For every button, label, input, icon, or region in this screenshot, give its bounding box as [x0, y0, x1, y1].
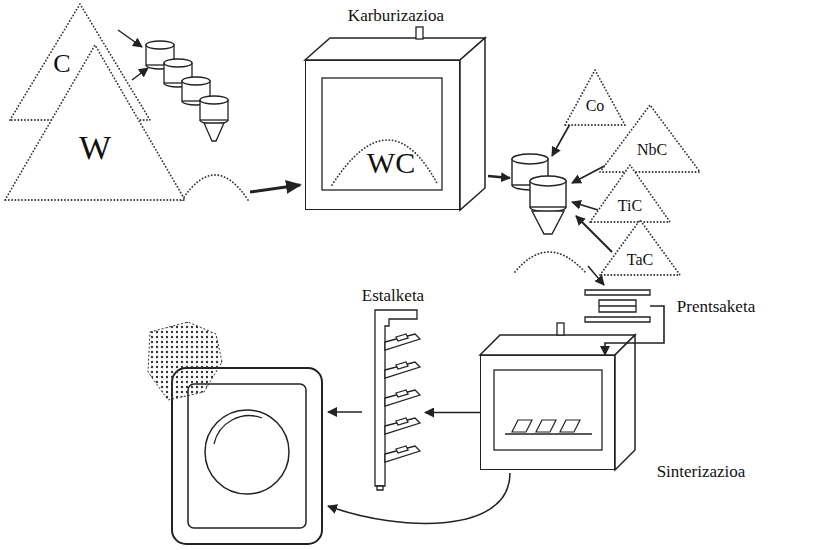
coating-rack-part: [385, 334, 420, 350]
mixer: [512, 154, 566, 234]
furnace-window: [322, 78, 442, 190]
metal-chips: [148, 322, 222, 400]
powder-label: W: [79, 131, 111, 165]
coating-rack-part: [385, 362, 420, 378]
press-part: [599, 300, 636, 312]
coating-rack-part: [377, 486, 383, 490]
powder-pile: [515, 252, 585, 272]
furnace-side: [615, 335, 635, 470]
mill-lid: [182, 77, 210, 85]
coating-rack-part: [396, 334, 408, 341]
flow-arrow: [250, 185, 300, 192]
coating-rack: Estalketa: [365, 310, 425, 490]
tantalum-carbide-pile: TaC: [600, 220, 680, 275]
insert-blanks: [512, 420, 580, 432]
stage-label: Prentsaketa: [677, 298, 755, 315]
sintering-furnace: Sinterizazioa: [480, 355, 615, 470]
furnace-chimney: [557, 323, 564, 335]
flow-arrow: [328, 473, 510, 523]
mill-funnel: [204, 123, 224, 141]
coating-rack-part: [396, 390, 408, 397]
press: Prentsaketa: [585, 290, 650, 322]
tungsten-powder-pile-outline: [5, 45, 185, 200]
process-arrow: [605, 306, 664, 355]
coating-rack-part: [396, 446, 408, 453]
powder-label: WC: [367, 148, 415, 178]
niobium-carbide-pile-outline: [600, 105, 700, 172]
niobium-carbide-pile: NbC: [600, 105, 700, 172]
titanium-carbide-pile: TiC: [590, 165, 670, 222]
powder-pile: [332, 140, 438, 185]
feed-arrow: [132, 68, 148, 80]
powder-pile-outline: [5, 45, 185, 200]
feed-arrow: [572, 202, 598, 210]
press-outline: [585, 290, 650, 322]
powder-label: Co: [586, 98, 605, 114]
powder-pile: [182, 175, 248, 200]
stage-label: Sinterizazioa: [657, 463, 746, 480]
mixer-funnel: [532, 211, 564, 234]
feed-arrow: [552, 124, 570, 156]
press-part: [585, 317, 650, 322]
press-part: [599, 305, 636, 306]
furnace-top: [480, 335, 635, 355]
powder-label: TaC: [627, 252, 653, 268]
workpiece-arc: [214, 416, 262, 444]
furnace-window: [494, 370, 602, 450]
process-arrow: [425, 412, 480, 414]
ball-mills: [146, 41, 228, 141]
powder-pile-outline: [600, 220, 680, 275]
stage-label: Estalketa: [362, 287, 424, 304]
sinter-tray: [505, 433, 592, 435]
furnace-side: [460, 38, 485, 210]
coating-rack-part: [385, 446, 420, 462]
mill-lid: [200, 96, 228, 104]
machine-door: [188, 384, 306, 528]
mixer-lid: [512, 154, 548, 164]
mixer-drum: [530, 176, 566, 212]
powder-label: NbC: [637, 142, 667, 158]
machine-window: [205, 410, 289, 494]
mixer-lid: [530, 176, 566, 186]
mill-lid: [164, 59, 192, 67]
furnace-top: [305, 38, 485, 60]
powder-pile-outline: [600, 105, 700, 172]
cobalt-powder-pile: Co: [565, 70, 625, 125]
tungsten-powder-pile: W: [5, 45, 185, 200]
mill-drum: [200, 96, 228, 124]
powder-label: C: [53, 51, 70, 77]
coating-rack-part: [385, 390, 420, 406]
coating-rack-part: [385, 418, 420, 434]
coating-rack-part: [396, 362, 408, 369]
carburizing-furnace: KarburizazioaWC: [305, 60, 460, 210]
feed-arrow: [118, 30, 142, 47]
powder-pile-outline: [565, 70, 625, 125]
press-part: [585, 290, 650, 295]
machine-housing: [172, 368, 322, 544]
flow-arrow: [488, 176, 510, 178]
coating-rack-part: [396, 418, 408, 425]
furnace-chimney: [416, 27, 423, 39]
powder-pile-outline: [590, 165, 670, 222]
mill-lid: [146, 41, 174, 49]
coating-rack-outline: [365, 310, 425, 490]
flow-arrow: [328, 411, 362, 413]
powder-label: TiC: [618, 198, 642, 214]
stage-label: Karburizazioa: [348, 7, 444, 24]
